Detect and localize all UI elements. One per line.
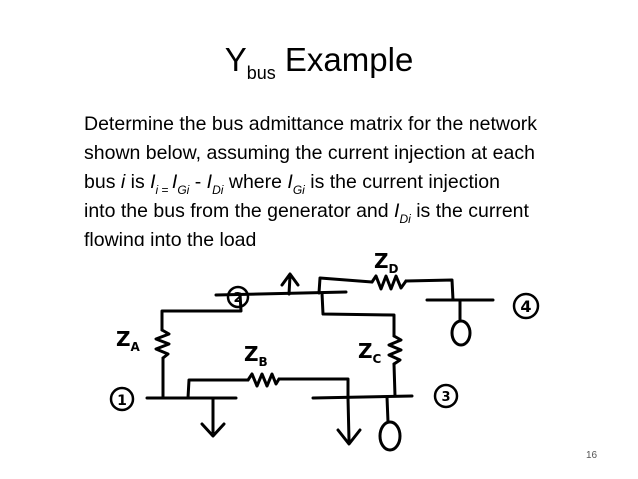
line-zc-bottom xyxy=(392,362,397,398)
line-zb-right xyxy=(277,377,350,399)
bus-3-circle xyxy=(433,383,459,409)
title-subscript: bus xyxy=(246,63,276,83)
text: is the current xyxy=(410,200,529,222)
var-I: I xyxy=(394,200,400,222)
problem-statement: Determine the bus admittance matrix for … xyxy=(84,110,629,246)
var-I: I xyxy=(171,171,178,193)
resistor-za xyxy=(154,328,171,360)
line-zb-left xyxy=(186,378,250,400)
var-I: I xyxy=(206,171,213,193)
line-zd-right xyxy=(404,278,455,302)
bus-4-circle xyxy=(512,292,540,320)
text: where xyxy=(223,171,288,193)
bus-1-load xyxy=(200,396,226,438)
bus-2-label: 2 xyxy=(233,291,242,306)
resistor-zb xyxy=(246,372,281,388)
statement-line-3: bus i is Ii = IGi - IDi where IGi is the… xyxy=(84,168,629,197)
var-I: I xyxy=(287,171,293,193)
bus-3-generator-circle xyxy=(378,420,402,452)
statement-line-4: into the bus from the generator and IDi … xyxy=(84,197,629,226)
bus-1-circle xyxy=(109,386,135,412)
statement-line-2: shown below, assuming the current inject… xyxy=(84,142,535,164)
bus-3-bar xyxy=(311,394,414,400)
equals-sign: = xyxy=(158,183,172,197)
subscript: Gi xyxy=(177,183,190,197)
var-i: i xyxy=(120,171,126,193)
subscript: Di xyxy=(212,183,224,197)
text: is the current injection xyxy=(304,171,500,193)
title-rest: Example xyxy=(275,41,414,78)
line-zc-top xyxy=(320,291,396,338)
bus-2-circle xyxy=(226,285,250,309)
subscript: Gi xyxy=(292,183,305,197)
resistor-zd xyxy=(370,274,408,291)
resistor-zc xyxy=(387,334,403,366)
title-main: Y xyxy=(224,41,247,78)
impedance-label-d: ZD xyxy=(374,249,399,276)
impedance-label-a: ZA xyxy=(116,327,141,354)
page-number: 16 xyxy=(586,450,598,461)
line-za-top xyxy=(160,292,243,332)
text: into the bus from the generator and xyxy=(84,200,395,222)
bus-4-label: 4 xyxy=(520,297,531,316)
subscript: Di xyxy=(399,212,411,226)
line-zd-upper xyxy=(317,276,374,295)
text: bus xyxy=(84,171,121,193)
subscript: i xyxy=(155,183,159,197)
impedance-label-c: ZC xyxy=(358,339,382,366)
bus-3-generator xyxy=(385,395,390,424)
statement-line-1: Determine the bus admittance matrix for … xyxy=(84,113,538,135)
minus-sign: - xyxy=(189,171,207,193)
statement-line-5: flowing into the load xyxy=(84,229,257,246)
var-I: I xyxy=(150,171,156,193)
bus-2-generator xyxy=(280,272,300,296)
bus-3-load xyxy=(336,396,362,446)
impedance-label-b: ZB xyxy=(244,342,268,369)
slide-title: Ybus Example xyxy=(0,40,638,85)
text: is xyxy=(125,171,151,193)
bus-2-bar xyxy=(214,290,348,297)
bus-3-label: 3 xyxy=(441,390,450,405)
bus-1-label: 1 xyxy=(117,393,127,409)
bus-4-generator-circle xyxy=(450,319,472,347)
